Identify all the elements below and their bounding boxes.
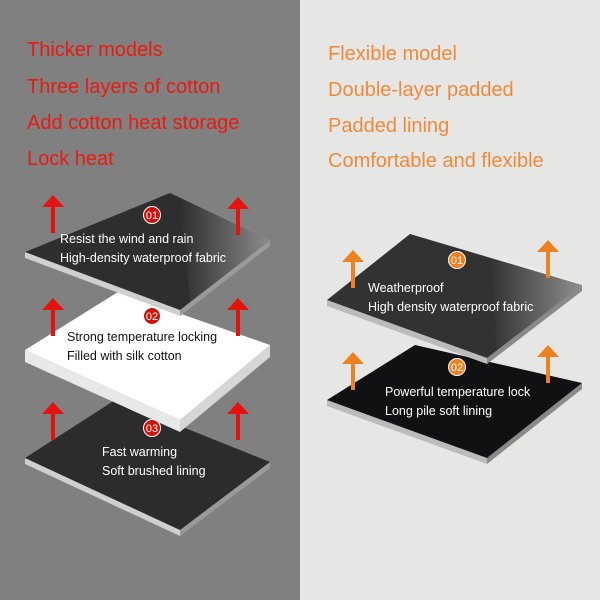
- caption-line: High density waterproof fabric: [368, 300, 534, 314]
- caption-line: Long pile soft lining: [385, 404, 493, 418]
- layer-badge: 02: [143, 307, 161, 325]
- layer-badge: 03: [143, 419, 161, 437]
- caption-line: Resist the wind and rain: [60, 232, 194, 246]
- layer-weatherproof-fabric: [327, 234, 582, 364]
- layer-badge: 02: [448, 358, 466, 376]
- caption-line: Fast warming: [102, 445, 178, 459]
- left-title-2: Three layers of cotton: [27, 76, 221, 98]
- caption-line: Powerful temperature lock: [385, 385, 531, 399]
- layer-waterproof-fabric: [25, 193, 270, 316]
- right-title-2: Double-layer padded: [328, 79, 514, 101]
- layer-badge: 01: [448, 251, 466, 269]
- layer-silk-cotton: [25, 292, 270, 432]
- right-title-3: Padded lining: [328, 115, 450, 137]
- right-title-1: Flexible model: [328, 43, 457, 65]
- caption-line: Soft brushed lining: [102, 464, 206, 478]
- layer-brushed-lining: [25, 400, 270, 536]
- caption-line: Filled with silk cotton: [67, 349, 182, 363]
- left-title-4: Lock heat: [27, 148, 114, 170]
- left-title-3: Add cotton heat storage: [27, 112, 240, 134]
- caption-line: Weatherproof: [368, 281, 444, 295]
- layer-badge: 01: [143, 206, 161, 224]
- left-title-1: Thicker models: [27, 39, 163, 61]
- layer-long-pile-lining: [327, 345, 582, 464]
- caption-line: High-density waterproof fabric: [60, 251, 227, 265]
- caption-line: Strong temperature locking: [67, 330, 218, 344]
- right-title-4: Comfortable and flexible: [328, 150, 544, 172]
